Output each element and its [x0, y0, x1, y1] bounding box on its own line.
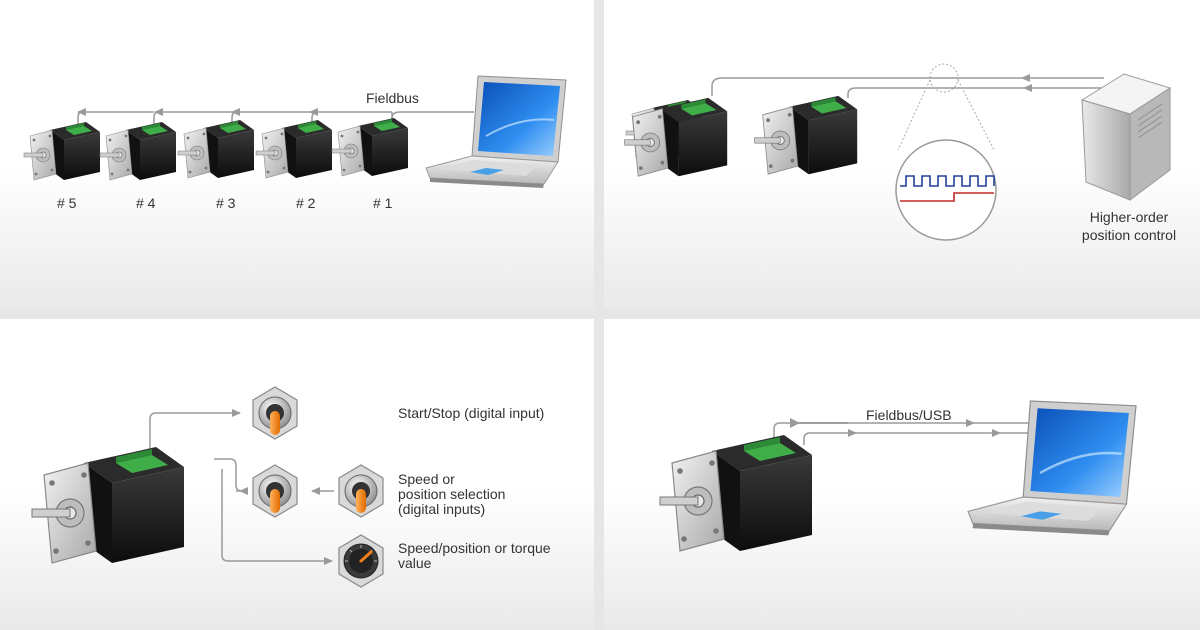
- selection-label-line3: (digital inputs): [398, 501, 486, 517]
- stepper-motor-icon: [99, 121, 177, 181]
- panel-fieldbus-usb: Fieldbus/USB: [604, 319, 1200, 630]
- selection-label-line2: position selection: [398, 486, 506, 502]
- toggle-switch-icon: [338, 464, 384, 518]
- analog-label-line2: value: [398, 555, 432, 571]
- signal-magnifier-icon: [895, 63, 997, 241]
- dial-knob-icon: [337, 533, 385, 589]
- fieldbus-usb-label: Fieldbus/USB: [866, 407, 952, 423]
- digital-io-art: [31, 386, 385, 589]
- fieldbus-cables: [77, 108, 474, 128]
- controller-cabinet-icon: [1080, 73, 1172, 201]
- toggle-switch-icon: [252, 464, 298, 518]
- stepper-motor-icon: [753, 95, 858, 175]
- motor-label-4: # 4: [136, 195, 156, 211]
- panel-fieldbus-chain: Fieldbus # 5 # 4 # 3 # 2 # 1: [0, 0, 594, 309]
- stepper-motor-icon: [623, 97, 728, 177]
- fieldbus-label: Fieldbus: [366, 90, 419, 106]
- motor-label-3: # 3: [216, 195, 236, 211]
- stepper-motor-icon: [331, 117, 409, 177]
- io-cables: [149, 409, 334, 565]
- laptop-icon: [425, 75, 567, 189]
- stepper-motor-icon: [255, 119, 333, 179]
- usb-cables: [773, 418, 1030, 445]
- fieldbus-usb-art: [659, 399, 1138, 552]
- start-stop-label: Start/Stop (digital input): [398, 405, 545, 421]
- motor-label-5: # 5: [57, 195, 77, 211]
- stepper-motor-icon: [31, 446, 185, 564]
- stepper-motor-icon: [23, 121, 101, 181]
- pulse-direction-art: [623, 63, 1172, 241]
- controller-label-line1: Higher-order: [1089, 209, 1169, 225]
- control-cables: [711, 74, 1104, 98]
- toggle-switch-icon: [252, 386, 298, 440]
- motor-label-2: # 2: [296, 195, 316, 211]
- selection-label-line1: Speed or: [398, 471, 455, 487]
- stepper-motor-icon: [659, 434, 813, 552]
- panel-digital-io: Start/Stop (digital input) Speed or posi…: [0, 319, 594, 630]
- laptop-icon: [966, 399, 1138, 537]
- analog-label-line1: Speed/position or torque: [398, 540, 551, 556]
- fieldbus-chain-art: [23, 75, 567, 189]
- motor-label-1: # 1: [373, 195, 393, 211]
- panel-pulse-direction: Higher-order position control: [604, 0, 1200, 309]
- stepper-motor-icon: [177, 119, 255, 179]
- controller-label-line2: position control: [1081, 227, 1177, 243]
